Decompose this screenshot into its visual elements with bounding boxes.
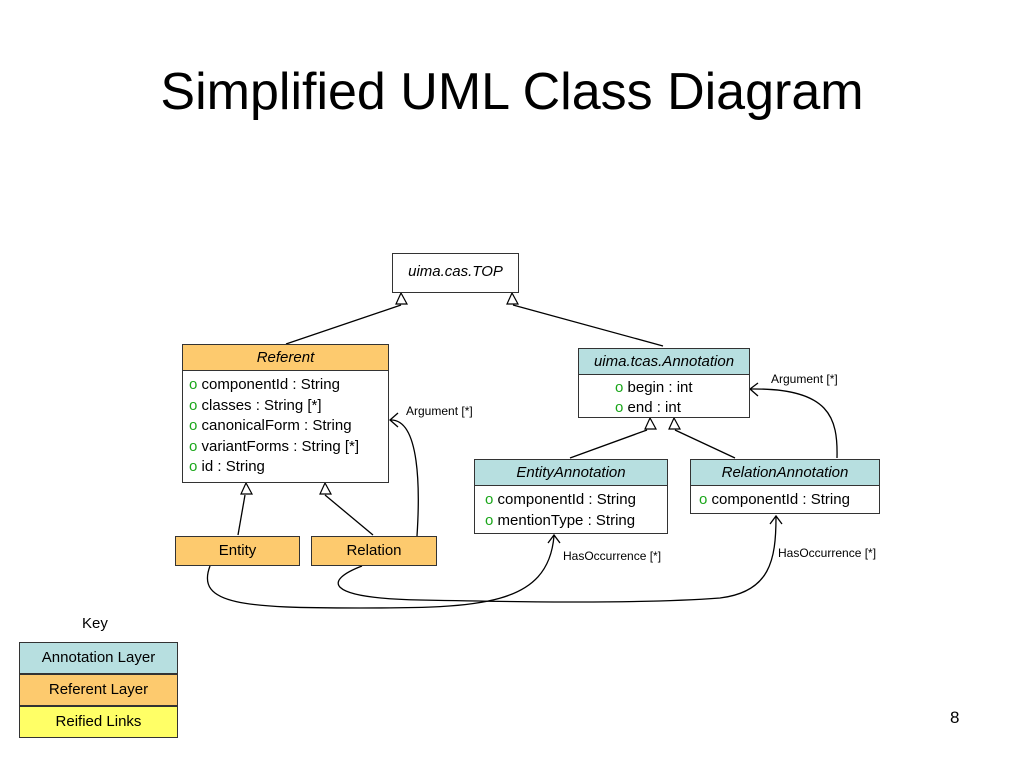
attribute: o variantForms : String [*] xyxy=(189,437,360,455)
class-name: Referent xyxy=(256,349,315,366)
page-number: 8 xyxy=(950,708,960,727)
arrowhead-icon xyxy=(389,412,399,428)
generalization-annotation-top xyxy=(512,304,664,347)
attribute: o componentId : String xyxy=(189,376,340,393)
triangle-icon xyxy=(506,291,520,305)
key-referent-layer: Referent Layer xyxy=(19,674,178,706)
hasoccurrence-label: HasOccurrence [*] xyxy=(563,549,662,563)
attribute: o componentId : String xyxy=(699,491,850,508)
arrowhead-icon xyxy=(748,382,759,397)
key-title: Key xyxy=(82,615,108,632)
class-relation: Relation xyxy=(311,536,437,566)
triangle-icon xyxy=(240,481,254,495)
hasoccurrence-relation-relationannotation-edge xyxy=(337,516,777,603)
class-name: uima.cas.TOP xyxy=(408,263,503,280)
generalization-relationannotation-annotation xyxy=(674,429,736,459)
triangle-icon xyxy=(395,291,409,305)
class-header: EntityAnnotation xyxy=(475,460,667,486)
triangle-icon xyxy=(644,416,658,430)
class-entity-annotation: EntityAnnotation o componentId : String … xyxy=(474,459,668,534)
attribute: o classes : String [*] xyxy=(189,396,322,414)
argument-relation-referent-edge xyxy=(390,419,419,537)
class-name: EntityAnnotation xyxy=(516,464,626,481)
attribute: o begin : int xyxy=(615,379,693,396)
triangle-icon xyxy=(668,416,682,430)
generalization-referent-top xyxy=(285,304,402,345)
class-uima-cas-top: uima.cas.TOP xyxy=(392,253,519,293)
generalization-entity-referent xyxy=(237,494,246,536)
generalization-relation-referent xyxy=(324,494,374,536)
key-reified-links: Reified Links xyxy=(19,706,178,738)
argument-relationannotation-annotation-edge xyxy=(750,388,838,459)
slide-title: Simplified UML Class Diagram xyxy=(160,63,864,121)
class-uima-tcas-annotation: uima.tcas.Annotation o begin : int o end… xyxy=(578,348,750,418)
attribute-list: o componentId : String xyxy=(691,486,879,513)
class-entity: Entity xyxy=(175,536,300,566)
attribute-list: o componentId : String o mentionType : S… xyxy=(475,486,667,534)
class-relation-annotation: RelationAnnotation o componentId : Strin… xyxy=(690,459,880,514)
hasoccurrence-entity-entityannotation-edge xyxy=(206,535,555,609)
argument-label: Argument [*] xyxy=(771,372,838,386)
class-header: Referent xyxy=(183,345,388,371)
arrowhead-icon xyxy=(547,533,561,544)
triangle-icon xyxy=(319,481,333,495)
key-annotation-layer: Annotation Layer xyxy=(19,642,178,674)
class-header: RelationAnnotation xyxy=(691,460,879,486)
arrowhead-icon xyxy=(769,514,783,525)
attribute-list: o componentId : String o classes : Strin… xyxy=(183,371,388,482)
generalization-entityannotation-annotation xyxy=(569,429,648,459)
attribute: o id : String xyxy=(189,458,265,475)
attribute-list: o begin : int o end : int xyxy=(579,375,749,418)
hasoccurrence-label: HasOccurrence [*] xyxy=(778,546,877,560)
attribute: o canonicalForm : String xyxy=(189,417,352,434)
attribute: o mentionType : String xyxy=(485,512,636,529)
argument-label: Argument [*] xyxy=(406,404,473,418)
attribute: o end : int xyxy=(615,399,681,416)
class-header: uima.tcas.Annotation xyxy=(579,349,749,375)
class-name: RelationAnnotation xyxy=(721,464,849,481)
class-name: uima.tcas.Annotation xyxy=(593,353,735,370)
class-referent: Referent o componentId : String o classe… xyxy=(182,344,389,483)
attribute: o componentId : String xyxy=(485,491,636,508)
